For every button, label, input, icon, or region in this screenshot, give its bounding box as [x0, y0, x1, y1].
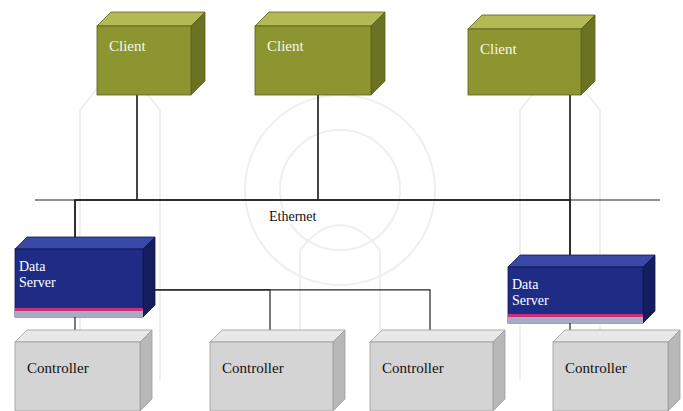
network-label: Ethernet: [266, 209, 319, 224]
server-label: Data Server: [19, 259, 56, 291]
box-side-face: [643, 255, 655, 323]
client-label: Client: [480, 41, 517, 58]
box-front-face: [97, 26, 191, 95]
box-side-face: [371, 12, 385, 95]
box-top-face: [15, 330, 152, 342]
controller-label: Controller: [382, 360, 444, 377]
network-wire: [75, 95, 137, 237]
box-top-face: [97, 12, 205, 26]
server-base: [508, 317, 643, 323]
data-server-box: Data Server: [15, 237, 155, 317]
data-server-box: Data Server: [508, 255, 655, 323]
box-side-face: [333, 330, 345, 411]
box-top-face: [468, 15, 595, 29]
box-side-face: [191, 12, 205, 95]
network-wire: [155, 290, 270, 330]
box-top-face: [508, 255, 655, 267]
box-top-face: [15, 237, 155, 249]
controller-box: Controller: [210, 330, 345, 411]
controller-box: Controller: [553, 330, 680, 411]
box-top-face: [553, 330, 680, 342]
box-front-face: [15, 249, 143, 317]
box-front-face: [210, 342, 333, 411]
controller-box: Controller: [15, 330, 152, 411]
label-holder: Ethernet: [266, 207, 319, 225]
box-side-face: [668, 330, 680, 411]
network-wire: [318, 95, 570, 255]
box-top-face: [210, 330, 345, 342]
box-side-face: [493, 330, 505, 411]
controller-box: Controller: [370, 330, 505, 411]
box-top-face: [255, 12, 385, 26]
box-side-face: [143, 237, 155, 317]
client-label: Client: [109, 38, 146, 55]
box-front-face: [553, 342, 668, 411]
box-front-face: [468, 29, 581, 95]
server-stripe: [15, 308, 143, 311]
network-wire: [569, 95, 570, 255]
box-front-face: [255, 26, 371, 95]
box-front-face: [15, 342, 140, 411]
watermark: [80, 60, 600, 380]
client-box: Client: [255, 12, 385, 95]
network-wire: [74, 317, 75, 330]
network-wire: [75, 95, 570, 237]
network-wire: [569, 323, 570, 330]
server-stripe: [508, 314, 643, 317]
client-box: Client: [468, 15, 595, 95]
box-top-face: [370, 330, 505, 342]
box-front-face: [508, 267, 643, 323]
controller-label: Controller: [222, 360, 284, 377]
server-base: [15, 311, 143, 317]
box-side-face: [140, 330, 152, 411]
controller-label: Controller: [565, 360, 627, 377]
box-front-face: [370, 342, 493, 411]
box-side-face: [581, 15, 595, 95]
network-wire: [137, 95, 570, 255]
client-box: Client: [97, 12, 205, 95]
network-wire: [155, 290, 430, 330]
client-label: Client: [267, 38, 304, 55]
server-label: Data Server: [512, 277, 549, 309]
controller-label: Controller: [27, 360, 89, 377]
